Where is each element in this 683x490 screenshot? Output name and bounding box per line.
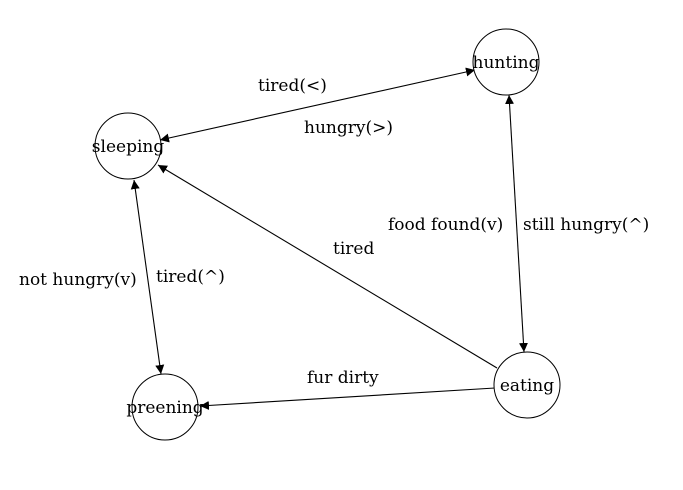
edge-label-tired: tired	[333, 239, 374, 259]
edge-line-eating-preening	[199, 387, 496, 410]
state-label-preening: preening	[126, 398, 203, 418]
edge-eating-sleeping	[157, 164, 498, 369]
state-label-sleeping: sleeping	[92, 137, 165, 157]
edge-line-sleeping-preening	[130, 179, 165, 375]
edge-line-eating-sleeping	[157, 164, 498, 369]
state-node-eating[interactable]: eating	[493, 351, 561, 419]
state-node-sleeping[interactable]: sleeping	[92, 112, 165, 180]
edge-eating-preening	[199, 387, 496, 410]
edge-label-tired-up: tired(^)	[156, 267, 225, 287]
edge-label-still-hungry: still hungry(^)	[523, 215, 649, 235]
state-circle-preening	[131, 373, 199, 441]
state-circle-eating	[493, 351, 561, 419]
edge-label-hungry-greater: hungry(>)	[304, 118, 393, 138]
edge-label-food-found: food found(v)	[388, 215, 503, 235]
state-node-hunting[interactable]: hunting	[472, 28, 540, 96]
edge-line-hunting-eating	[505, 94, 528, 353]
edge-label-tired-less: tired(<)	[258, 76, 327, 96]
edge-line-sleeping-hunting	[159, 67, 476, 143]
edge-label-not-hungry: not hungry(v)	[19, 270, 137, 290]
state-circle-hunting	[472, 28, 540, 96]
edge-sleeping-hunting	[159, 67, 476, 143]
state-circle-sleeping	[94, 112, 162, 180]
state-node-preening[interactable]: preening	[126, 373, 204, 441]
state-label-eating: eating	[500, 376, 554, 396]
edge-hunting-eating	[505, 94, 528, 353]
state-label-hunting: hunting	[473, 53, 540, 73]
edge-sleeping-preening	[130, 179, 165, 375]
edge-label-fur-dirty: fur dirty	[307, 368, 379, 388]
